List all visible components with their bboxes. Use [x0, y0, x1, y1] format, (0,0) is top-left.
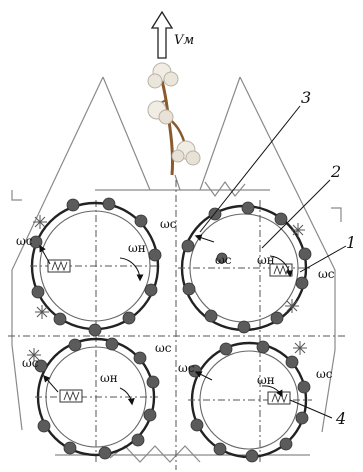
velocity-label: Vм	[174, 33, 194, 48]
omega-c-top-right-outer: ωc	[318, 267, 335, 281]
omega-c-bottom-center: ωc	[155, 341, 172, 355]
cotton-plant	[147, 62, 201, 176]
omega-c-bottom-left: ωc	[22, 356, 39, 370]
omega-c-top-center: ωc	[160, 217, 177, 231]
velocity-arrow	[150, 10, 174, 59]
drum-top-left: ωн ωc	[16, 197, 162, 337]
callout-1: 1	[346, 233, 356, 252]
omega-c-bottom-right-inner: ωc	[178, 361, 195, 375]
machine-housing	[8, 76, 345, 470]
omega-h-top-right: ωн	[257, 253, 275, 267]
callout-2: 2	[330, 162, 341, 181]
omega-h-bottom-left: ωн	[100, 371, 118, 385]
callout-3: 3	[301, 88, 311, 107]
omega-c-top-right-inner: ωc	[215, 253, 232, 267]
omega-c-bottom-right-outer: ωc	[316, 367, 333, 381]
omega-h-bottom-right: ωн	[257, 373, 275, 387]
spike-rollers	[27, 215, 307, 362]
omega-c-top-left: ωc	[16, 234, 33, 248]
callout-4: 4	[335, 409, 346, 428]
drum-top-right: ωн ωc ωc ωc	[160, 201, 335, 334]
drum-bottom-right: ωн ωc ωc	[178, 340, 333, 463]
callouts	[199, 105, 347, 419]
omega-h-top-left: ωн	[128, 241, 146, 255]
drum-bottom-left: ωн ωc ωc	[22, 337, 172, 460]
